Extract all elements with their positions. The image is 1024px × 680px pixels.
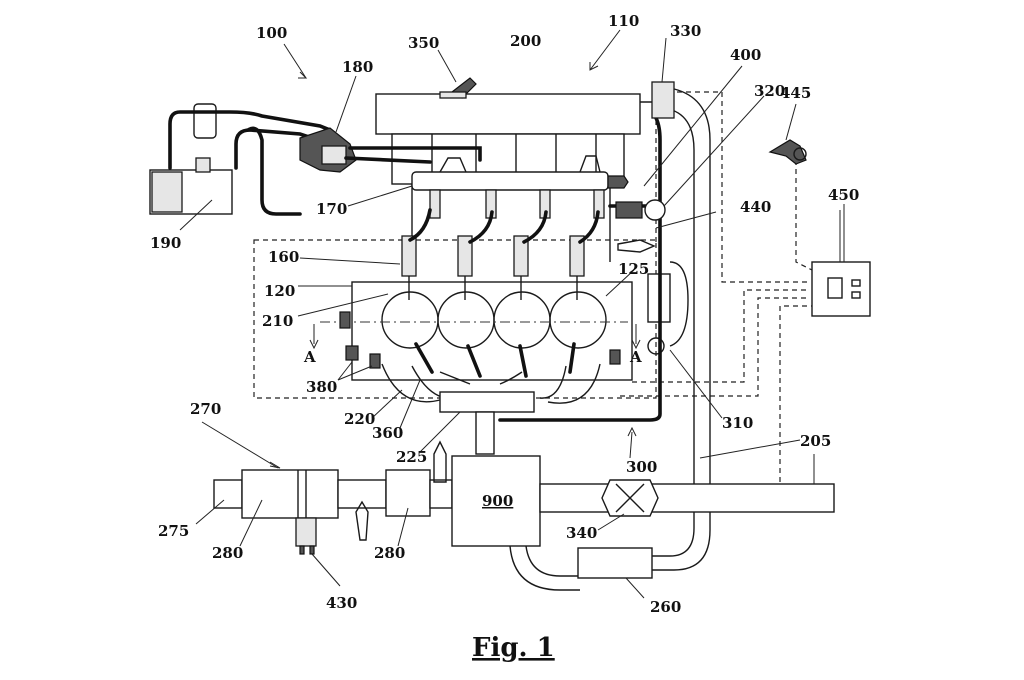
label-300: 300 — [626, 458, 657, 476]
label-125: 125 — [618, 260, 649, 278]
label-360: 360 — [372, 424, 403, 442]
label-400: 400 — [730, 46, 761, 64]
label-280-left: 280 — [212, 544, 243, 562]
label-440: 440 — [740, 198, 771, 216]
exhaust-line — [213, 440, 453, 555]
engine-block-120 — [320, 281, 633, 381]
pedal-sensor-445 — [768, 139, 807, 165]
egr-cooler-310 — [647, 261, 689, 355]
label-190: 190 — [150, 234, 181, 252]
label-450: 450 — [828, 186, 859, 204]
reference-labels: 100 110 120 125 160 170 180 190 200 205 … — [150, 12, 859, 616]
fuel-tank-190 — [149, 103, 332, 216]
label-180: 180 — [342, 58, 373, 76]
label-340: 340 — [566, 524, 597, 542]
label-380: 380 — [306, 378, 337, 396]
label-430: 430 — [326, 594, 357, 612]
sensor-440 — [617, 211, 717, 253]
figure-caption: Fig. 1 — [472, 633, 555, 663]
label-900: 900 — [482, 492, 513, 510]
fuel-rail-170 — [347, 155, 629, 207]
rail-injectors — [429, 189, 605, 219]
ecu-450 — [811, 210, 871, 317]
egr-line-300 — [498, 116, 666, 422]
label-350: 350 — [408, 34, 439, 52]
section-a-left: A — [303, 348, 316, 366]
label-120: 120 — [264, 282, 295, 300]
label-310: 310 — [722, 414, 753, 432]
label-445: 445 — [780, 84, 811, 102]
label-330: 330 — [670, 22, 701, 40]
label-320: 320 — [754, 82, 785, 100]
label-225: 225 — [396, 448, 427, 466]
label-270: 270 — [190, 400, 221, 418]
label-160: 160 — [268, 248, 299, 266]
label-260: 260 — [650, 598, 681, 616]
label-280-right: 280 — [374, 544, 405, 562]
cylinder-injectors-160 — [401, 235, 585, 300]
turbocharger-900 — [451, 455, 835, 591]
label-110: 110 — [608, 12, 639, 30]
section-a-right: A — [629, 348, 642, 366]
exhaust-manifold-220 — [381, 342, 601, 455]
label-170: 170 — [316, 200, 347, 218]
label-210: 210 — [262, 312, 293, 330]
leader-lines — [179, 29, 845, 599]
label-220: 220 — [344, 410, 375, 428]
label-205: 205 — [800, 432, 831, 450]
label-100: 100 — [256, 24, 287, 42]
label-275: 275 — [158, 522, 189, 540]
label-200: 200 — [510, 32, 541, 50]
sensor-350 — [439, 77, 477, 99]
fuel-pump-180 — [299, 127, 600, 244]
throttle-valve-340 — [601, 479, 659, 517]
egr-tube-205 — [650, 81, 711, 571]
